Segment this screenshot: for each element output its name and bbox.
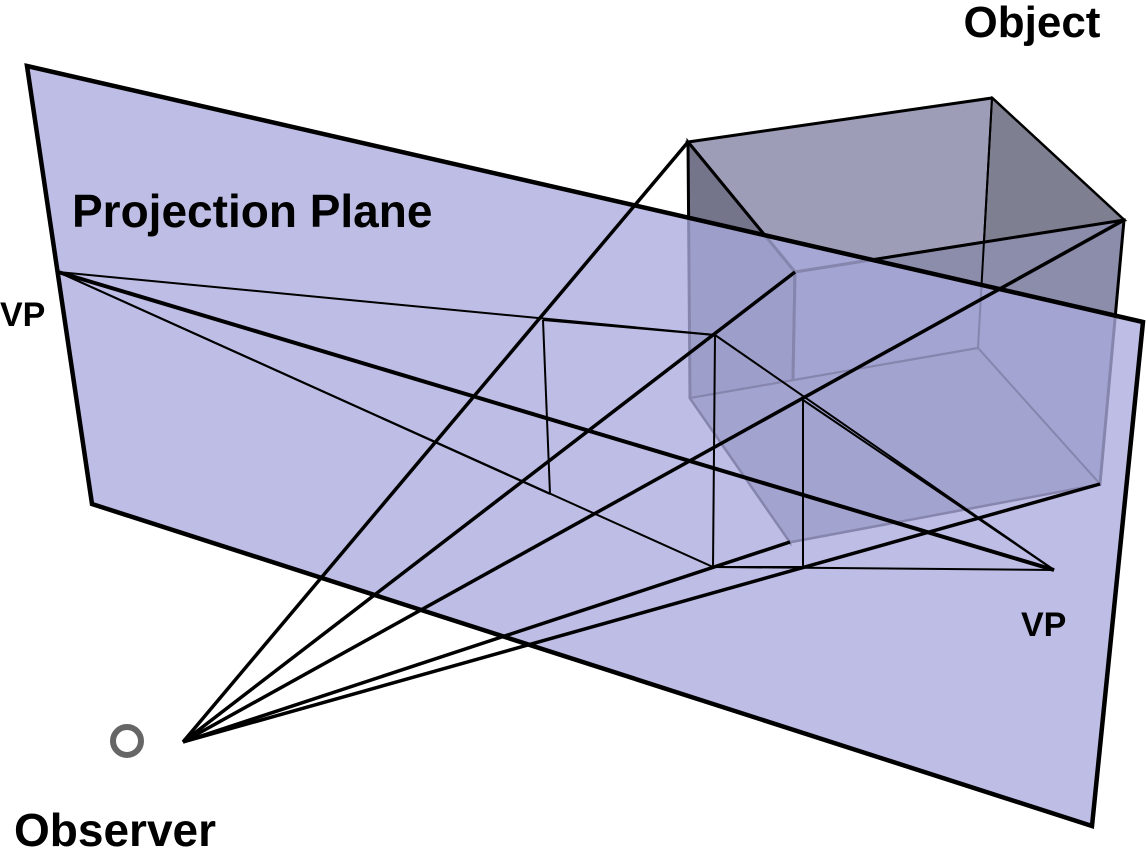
ray bbox=[182, 540, 791, 744]
projected-edge bbox=[542, 319, 716, 336]
vanishing-line bbox=[802, 399, 1055, 571]
vp-left-label: VP bbox=[0, 296, 45, 334]
ray bbox=[182, 218, 1125, 744]
vp-right-label: VP bbox=[1021, 606, 1066, 644]
projected-image bbox=[57, 270, 1055, 572]
object-label: Object bbox=[964, 0, 1101, 47]
ray bbox=[181, 140, 690, 744]
projection-plane bbox=[24, 63, 1146, 829]
projected-edge bbox=[712, 334, 716, 568]
ray bbox=[181, 270, 797, 744]
ray bbox=[182, 482, 1101, 744]
projection-rays bbox=[181, 140, 1125, 744]
observer-label: Observer bbox=[14, 804, 216, 850]
projection-plane-label: Projection Plane bbox=[72, 185, 432, 237]
observer-eye-icon bbox=[110, 724, 144, 758]
projected-edge bbox=[542, 319, 551, 495]
vanishing-line bbox=[57, 271, 551, 495]
vanishing-line bbox=[57, 270, 1055, 572]
